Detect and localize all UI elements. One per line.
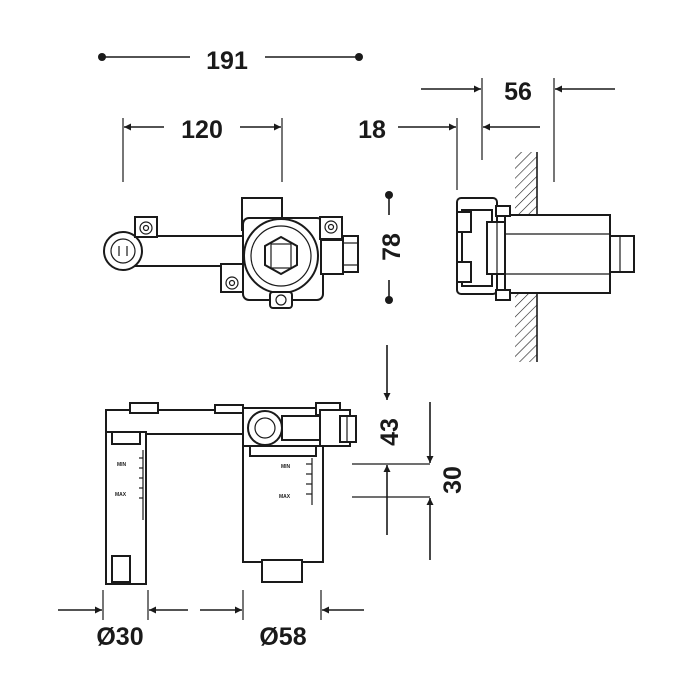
dimension-diameter-58: Ø58 xyxy=(200,590,364,651)
dim-label-30: 30 xyxy=(439,466,467,494)
dim-label-diameter-30: Ø30 xyxy=(96,623,143,651)
scale-max-left: MAX xyxy=(115,492,127,498)
dimension-30: 30 xyxy=(352,402,467,560)
dimension-diameter-30: Ø30 xyxy=(58,590,188,651)
scale-min-right: MIN xyxy=(281,464,291,470)
dimension-18: 18 xyxy=(358,116,540,190)
bottom-view: MIN MAX MIN MAX xyxy=(105,402,357,585)
scale-max-right: MAX xyxy=(279,494,291,500)
side-view xyxy=(456,152,635,362)
dim-label-diameter-58: Ø58 xyxy=(259,623,306,651)
dimension-191: 191 xyxy=(98,47,363,75)
scale-min-left: MIN xyxy=(117,462,127,468)
dimension-120: 120 xyxy=(122,116,283,182)
dim-label-43: 43 xyxy=(376,418,404,446)
dimension-78: 78 xyxy=(378,191,406,304)
dim-label-78: 78 xyxy=(378,233,406,261)
dim-label-191: 191 xyxy=(206,47,248,75)
dim-label-18: 18 xyxy=(358,116,386,144)
dim-label-120: 120 xyxy=(181,116,223,144)
front-view xyxy=(103,197,359,309)
dimension-56: 56 xyxy=(421,78,615,182)
dim-label-56: 56 xyxy=(504,78,532,106)
dimension-43: 43 xyxy=(352,345,430,535)
